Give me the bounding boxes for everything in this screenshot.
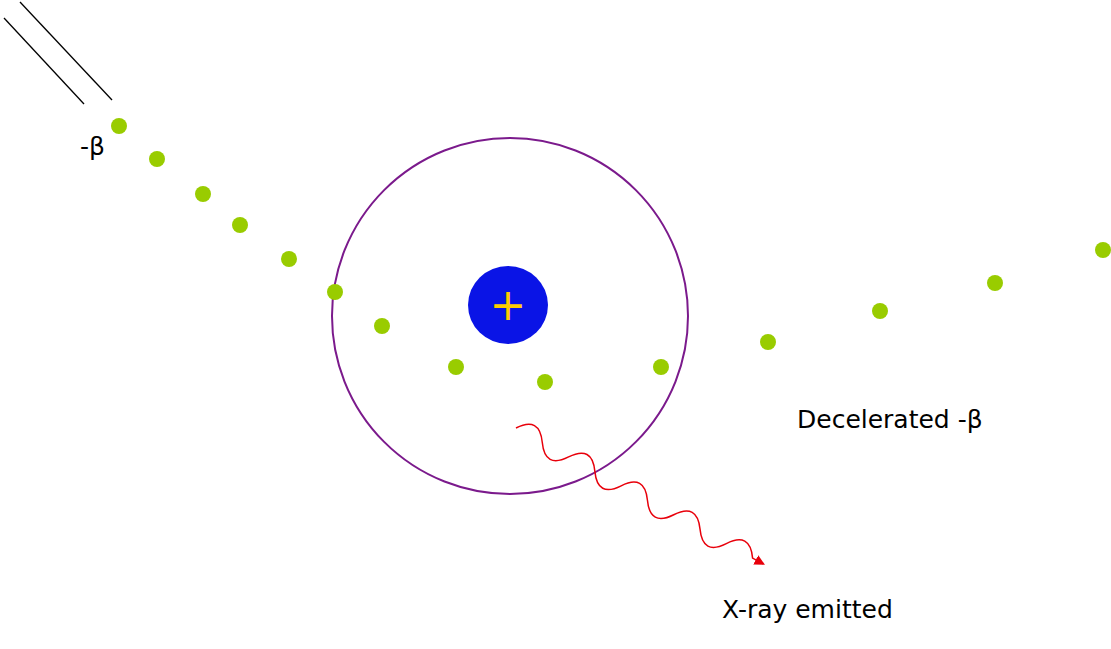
x-ray-wave — [511, 418, 769, 573]
nucleus-circle: + — [468, 266, 548, 344]
nucleus-fill — [468, 266, 548, 344]
incoming-track-line — [4, 18, 84, 104]
radiation-label: X-ray emitted — [722, 596, 893, 625]
particle-label: Decelerated -β — [797, 406, 983, 435]
particle-label: -β — [80, 133, 105, 162]
beta-path-dots — [111, 118, 1111, 390]
electron-shell — [332, 138, 688, 494]
charge-sign: + — [490, 283, 527, 327]
